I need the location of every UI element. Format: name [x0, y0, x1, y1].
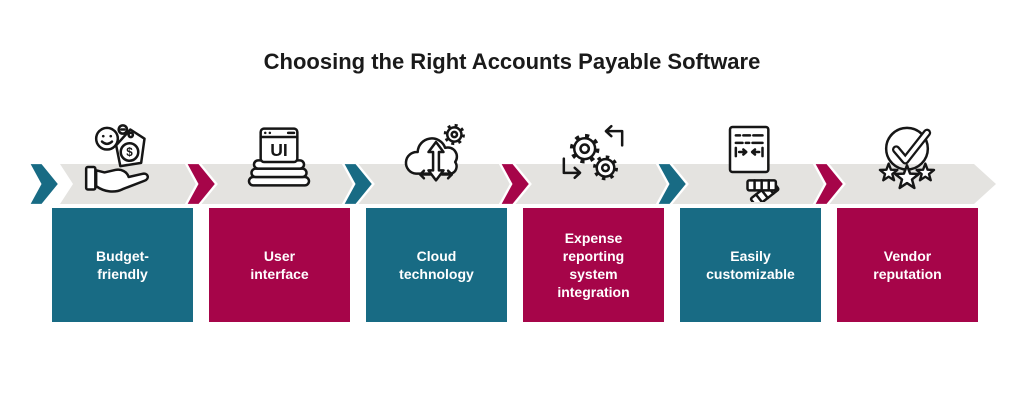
- svg-text:UI: UI: [270, 140, 288, 160]
- ui-window-stack-icon: UI: [247, 127, 311, 187]
- step-box-vendor-reputation: Vendor reputation: [837, 208, 978, 322]
- step-box-budget-friendly: Budget- friendly: [52, 208, 193, 322]
- chevron-arrow-6: [811, 161, 846, 207]
- checkmark-stars-icon: [878, 126, 936, 190]
- cloud-gear-arrows-icon: [404, 123, 465, 182]
- chevron-arrow-4: [497, 161, 532, 207]
- svg-text:$: $: [126, 146, 133, 159]
- chevron-arrow-5: [654, 161, 689, 207]
- step-box-cloud-technology: Cloud technology: [366, 208, 507, 322]
- gears-sync-icon: [562, 124, 624, 181]
- chevron-arrow-1: [26, 161, 61, 207]
- chevron-arrow-3: [340, 161, 375, 207]
- chevron-arrow-2: [183, 161, 218, 207]
- step-box-expense-reporting: Expense reporting system integration: [523, 208, 664, 322]
- step-box-easily-customizable: Easily customizable: [680, 208, 821, 322]
- hand-price-tag-icon: $: [84, 124, 149, 193]
- step-box-user-interface: User interface: [209, 208, 350, 322]
- document-color-swatches-icon: [728, 125, 780, 202]
- page-title: Choosing the Right Accounts Payable Soft…: [263, 49, 761, 74]
